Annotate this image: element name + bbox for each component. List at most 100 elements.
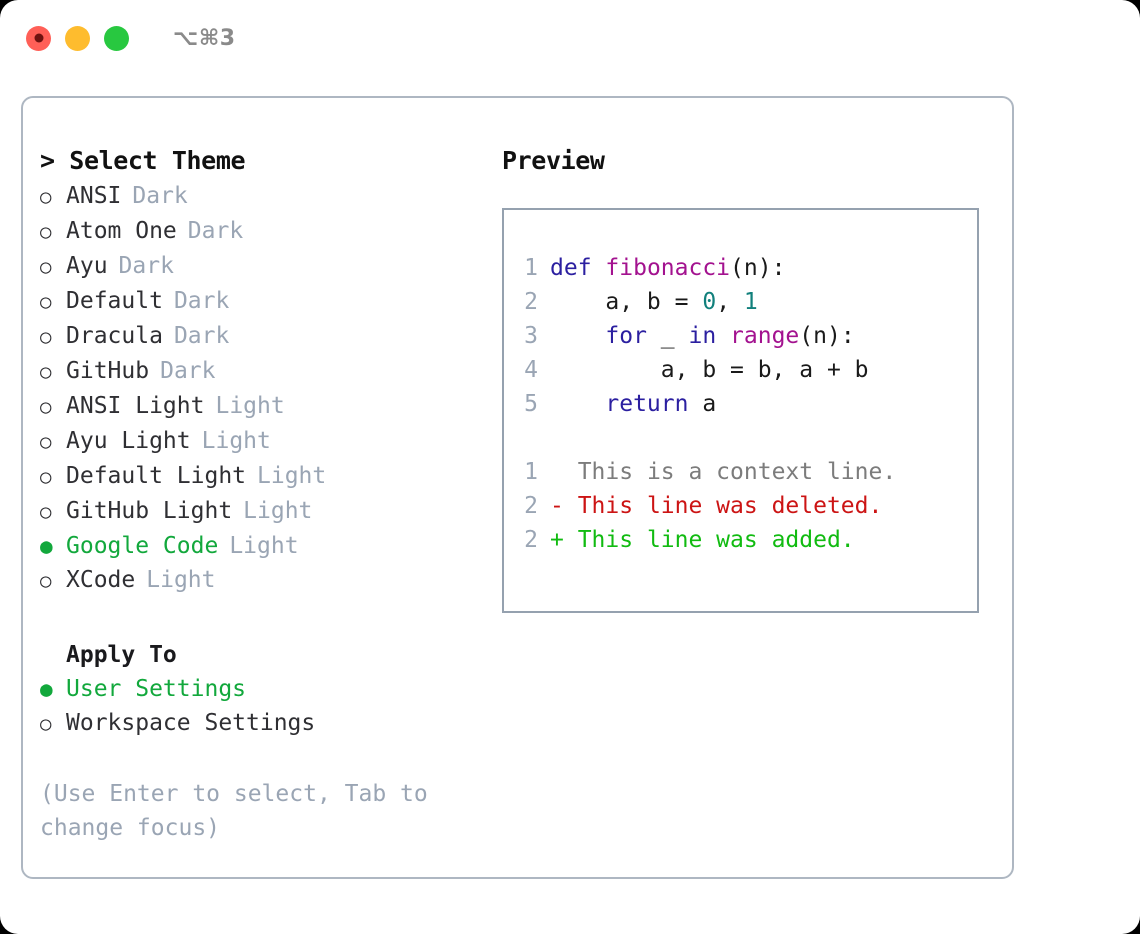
maximize-button[interactable] [104, 25, 129, 51]
code-token-plain [550, 391, 605, 417]
theme-option-dracula[interactable]: ○ Dracula Dark [40, 319, 483, 354]
code-token-fn: range [730, 323, 800, 349]
theme-option-google-code[interactable]: ● Google Code Light [40, 529, 483, 563]
radio-unselected-icon: ○ [40, 713, 52, 735]
apply-to-option-label: User Settings [66, 676, 247, 702]
line-number: 5 [524, 391, 538, 417]
theme-variant-tag: Dark [187, 218, 244, 244]
code-token-kw: in [688, 323, 717, 349]
theme-variant-tag: Light [215, 393, 285, 419]
preview-heading: Preview [502, 146, 605, 175]
theme-option-github-light[interactable]: ○ GitHub Light Light [40, 494, 483, 529]
theme-option-github[interactable]: ○ GitHub Dark [40, 354, 483, 389]
theme-variant-tag: Dark [160, 358, 216, 384]
apply-to-option-workspace-settings[interactable]: ○Workspace Settings [40, 706, 483, 741]
theme-variant-tag: Dark [173, 323, 230, 349]
close-button[interactable] [26, 25, 51, 51]
theme-option-label: GitHub Light [66, 498, 233, 524]
theme-variant-tag: Dark [132, 183, 188, 209]
code-line-content: def fibonacci(n): [550, 251, 785, 285]
theme-variant-tag: Dark [118, 253, 174, 279]
theme-option-label: Default [66, 288, 163, 314]
code-token-kw: return [605, 391, 689, 417]
theme-option-label: GitHub [66, 358, 150, 384]
code-token-plain: , [716, 289, 744, 315]
apply-to-option-list: ● User Settings ○Workspace Settings [40, 672, 483, 741]
diff-line-content: + This line was added. [550, 523, 855, 557]
line-number: 2 [524, 527, 538, 553]
radio-unselected-icon: ○ [40, 186, 52, 208]
apply-to-section: Apply To ●User Settings○Workspace Settin… [40, 638, 483, 741]
radio-unselected-icon: ○ [40, 256, 52, 278]
theme-variant-tag: Light [201, 428, 271, 454]
line-number: 1 [524, 459, 538, 485]
theme-variant-tag: Light [146, 567, 216, 593]
line-number: 4 [524, 357, 538, 383]
radio-selected-icon: ● [40, 534, 53, 558]
theme-option-label: Default Light [66, 463, 247, 489]
theme-option-xcode[interactable]: ○ XCode Light [40, 563, 483, 598]
code-line: 2 a, b = 0, 1 [504, 285, 977, 319]
theme-option-label: Atom One [66, 218, 177, 244]
line-number: 2 [524, 493, 538, 519]
radio-unselected-icon: ○ [40, 221, 52, 243]
line-number: 3 [524, 323, 538, 349]
theme-variant-tag: Light [229, 533, 299, 559]
theme-option-default-light[interactable]: ○ Default Light Light [40, 459, 483, 494]
keyboard-hint-text: (Use Enter to select, Tab to change focu… [40, 781, 442, 841]
radio-unselected-icon: ○ [40, 570, 52, 592]
theme-variant-tag: Dark [173, 288, 230, 314]
code-token-plain [592, 255, 606, 281]
theme-option-label: Dracula [66, 323, 163, 349]
radio-selected-icon: ● [40, 677, 53, 701]
code-token-plain: (n): [799, 323, 855, 349]
radio-unselected-icon: ○ [40, 361, 52, 383]
title-bar: ⌥⌘3 [0, 0, 1140, 76]
minimize-button[interactable] [65, 25, 90, 51]
line-number: 1 [524, 255, 538, 281]
code-line-content: return a [550, 387, 716, 421]
radio-unselected-icon: ○ [40, 326, 52, 348]
code-token-plain: a [688, 391, 717, 417]
apply-to-option-user-settings[interactable]: ● User Settings [40, 672, 483, 706]
code-token-num: 1 [743, 289, 758, 315]
theme-option-atom-one[interactable]: ○ Atom One Dark [40, 214, 483, 249]
theme-variant-tag: Light [257, 463, 327, 489]
theme-variant-tag: Light [243, 498, 313, 524]
code-line-content: for _ in range(n): [550, 319, 855, 353]
keyboard-shortcut-label: ⌥⌘3 [173, 25, 236, 51]
diff-line-content: This is a context line. [550, 455, 897, 489]
code-token-plain [550, 323, 605, 349]
theme-option-label: XCode [66, 567, 136, 593]
diff-text: This line was added. [577, 527, 855, 553]
code-line: 4 a, b = b, a + b [504, 353, 977, 387]
theme-option-label: ANSI [66, 183, 122, 209]
theme-option-ansi[interactable]: ○ ANSI Dark [40, 179, 483, 214]
theme-option-label: Google Code [66, 533, 219, 559]
line-number: 2 [524, 289, 538, 315]
code-line: 5 return a [504, 387, 977, 421]
traffic-lights [26, 25, 129, 51]
code-token-plain [716, 323, 730, 349]
theme-option-label: Ayu [66, 253, 108, 279]
diff-text: This is a context line. [577, 459, 897, 485]
diff-marker: + [550, 527, 578, 553]
theme-option-default[interactable]: ○ Default Dark [40, 284, 483, 319]
code-token-plain: _ [646, 323, 689, 349]
radio-unselected-icon: ○ [40, 291, 52, 313]
code-token-kw: def [550, 255, 592, 281]
select-theme-heading: > Select Theme [40, 146, 246, 175]
code-line: 3 for _ in range(n): [504, 319, 977, 353]
theme-option-ayu[interactable]: ○ Ayu Dark [40, 249, 483, 284]
radio-unselected-icon: ○ [40, 501, 52, 523]
radio-unselected-icon: ○ [40, 466, 52, 488]
preview-spacer [504, 421, 977, 455]
theme-option-label: Ayu Light [66, 428, 191, 454]
diff-text: This line was deleted. [577, 493, 883, 519]
code-token-plain: a, b = [550, 289, 703, 315]
